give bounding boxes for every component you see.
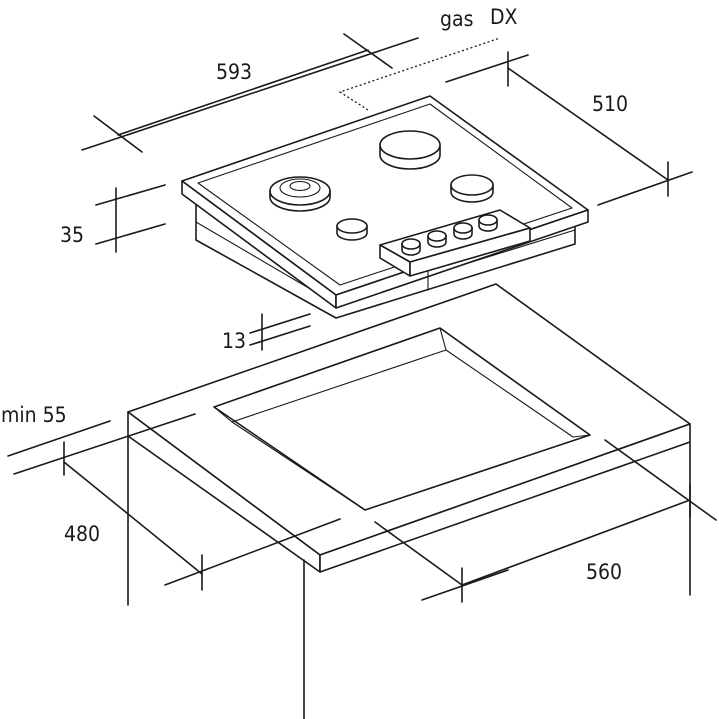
height-35-label: 35 [60, 223, 85, 247]
lip-13-label: 13 [222, 329, 247, 353]
knob-2 [427, 230, 447, 248]
dimension-510 [445, 51, 693, 206]
control-knobs [401, 214, 498, 256]
cut-560-label: 560 [586, 560, 623, 584]
knob-4 [478, 214, 498, 232]
dimension-13 [249, 313, 311, 351]
gas-connection-line [338, 37, 501, 111]
dimension-593 [81, 33, 419, 153]
dimension-480 [63, 461, 341, 591]
hob [181, 95, 589, 319]
knob-3 [453, 222, 473, 240]
burner-auxiliary [336, 218, 368, 241]
burner-semi-rapid [450, 174, 494, 203]
knob-1 [401, 238, 421, 256]
min-55-label: min 55 [1, 403, 67, 427]
dimension-35 [95, 184, 166, 253]
burner-triple-crown [269, 176, 331, 212]
dimension-560 [374, 439, 717, 603]
dx-label: DX [490, 5, 518, 29]
gas-label: gas [440, 7, 474, 31]
width-593-label: 593 [216, 60, 253, 84]
cut-480-label: 480 [64, 522, 101, 546]
depth-510-label: 510 [592, 92, 629, 116]
burner-rapid [379, 130, 441, 170]
dimension-min-55 [7, 413, 196, 476]
worktop-cutout [213, 327, 591, 511]
